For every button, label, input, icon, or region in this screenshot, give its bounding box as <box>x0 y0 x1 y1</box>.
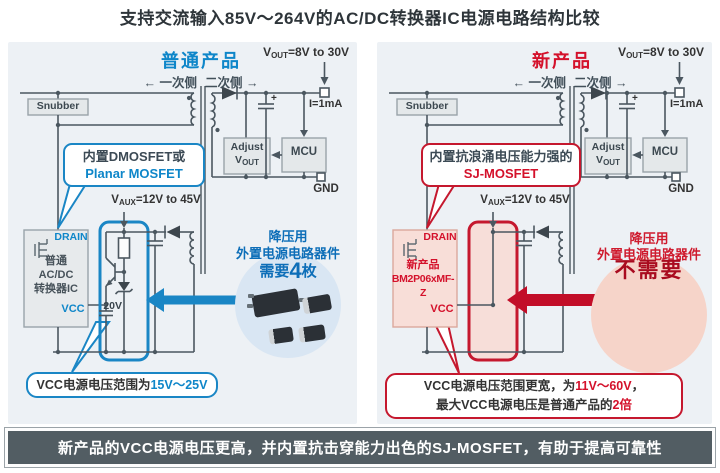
pointer-arrow-blue <box>146 288 240 312</box>
drain-pin-label: DRAIN <box>54 231 88 243</box>
panel-heading-conventional: 普通产品 <box>161 51 241 71</box>
bubble-tail <box>426 183 457 229</box>
vout-label: VOUT=8V to 30V <box>618 45 704 60</box>
gnd-label: GND <box>668 183 694 195</box>
rectifier-diode <box>591 86 606 100</box>
ic-box <box>392 229 458 328</box>
capacitor-plus-sign: + <box>271 93 277 104</box>
vcc-range-note: VCC电源电压范围为15V～25V <box>26 372 218 398</box>
snubber-label: Snubber <box>405 100 449 112</box>
external-parts-needed-text: 降压用 外置电源电路器件 需要4枚 <box>235 229 340 283</box>
vcc-range-note: VCC电源电压范围更宽，为11V～60V， 最大VCC电源电压是普通产品的2倍 <box>385 373 683 419</box>
smd-component-image <box>268 326 294 345</box>
no-components-circle <box>591 257 707 373</box>
sot23-component-image <box>251 288 301 318</box>
primary-secondary-side-label: ← 一次侧二次侧 → <box>512 76 628 90</box>
secondary-winding <box>578 94 585 128</box>
vout-terminal <box>319 87 330 98</box>
rectifier-diode <box>222 86 237 100</box>
aux-diode <box>166 225 180 239</box>
vaux-label: VAUX=12V to 45V <box>480 194 570 207</box>
snubber-label: Snubber <box>36 100 80 112</box>
mosfet-symbol <box>403 239 417 261</box>
transistor <box>105 257 116 268</box>
component-count-circle <box>235 252 341 358</box>
pointer-arrow-red <box>507 286 599 314</box>
adjust-vout-box <box>584 137 632 175</box>
zener-voltage-label: 20V <box>103 300 122 312</box>
vout-terminal <box>674 87 685 98</box>
vcc-pin-label: VCC <box>430 303 454 315</box>
adjust-vout-box <box>223 137 271 175</box>
panel-conventional-product: 普通产品 VOUT=8V to 30V ← 一次侧二次侧 → Snubber A… <box>8 42 357 424</box>
zener-diode <box>118 282 130 291</box>
aux-winding <box>189 231 195 265</box>
bubble-tail <box>57 183 88 229</box>
component-lead <box>248 294 254 298</box>
aux-diode <box>535 225 549 239</box>
primary-secondary-side-label: ← 一次侧二次侧 → <box>143 76 259 90</box>
capacitor-plus-sign: + <box>632 93 638 104</box>
aux-winding <box>558 231 564 265</box>
note-tail <box>71 321 111 373</box>
panel-new-product: 新产品 VOUT=8V to 30V ← 一次侧二次侧 → Snubber Ad… <box>377 42 712 424</box>
mosfet-symbol <box>34 239 48 261</box>
smd-component-image <box>298 324 326 343</box>
footer-summary: 新产品的VCC电源电压更高，并内置抗击穿能力出色的SJ-MOSFET，有助于提高… <box>8 431 712 464</box>
page-title: 支持交流输入85V～264V的AC/DC转换器IC电源电路结构比较 <box>119 9 601 28</box>
mcu-label: MCU <box>651 146 679 158</box>
primary-winding <box>190 92 197 126</box>
circuit-diagram-new <box>389 62 688 374</box>
component-lead <box>247 304 253 308</box>
circuit-diagram-conventional <box>20 62 330 373</box>
vout-label: VOUT=8V to 30V <box>263 45 349 60</box>
gnd-label: GND <box>313 183 339 195</box>
vaux-label: VAUX=12V to 45V <box>111 194 201 207</box>
primary-winding <box>559 92 566 126</box>
drain-pin-label: DRAIN <box>423 231 457 243</box>
footer-frame: 新产品的VCC电源电压更高，并内置抗击穿能力出色的SJ-MOSFET，有助于提高… <box>4 427 716 468</box>
smd-component-image <box>301 293 333 315</box>
gnd-terminal <box>316 172 326 182</box>
vcc-pin-label: VCC <box>61 303 85 315</box>
mcu-label: MCU <box>290 146 318 158</box>
resistor <box>117 237 131 259</box>
current-label: I=1mA <box>670 98 704 110</box>
current-label: I=1mA <box>309 98 343 110</box>
gnd-terminal <box>671 172 681 182</box>
mcu-box <box>642 137 688 173</box>
secondary-winding <box>209 94 216 128</box>
panel-heading-new: 新产品 <box>532 51 592 71</box>
external-parts-not-needed-text: 降压用 外置电源电路器件 不需要 <box>596 231 701 282</box>
note-tail <box>433 323 460 374</box>
